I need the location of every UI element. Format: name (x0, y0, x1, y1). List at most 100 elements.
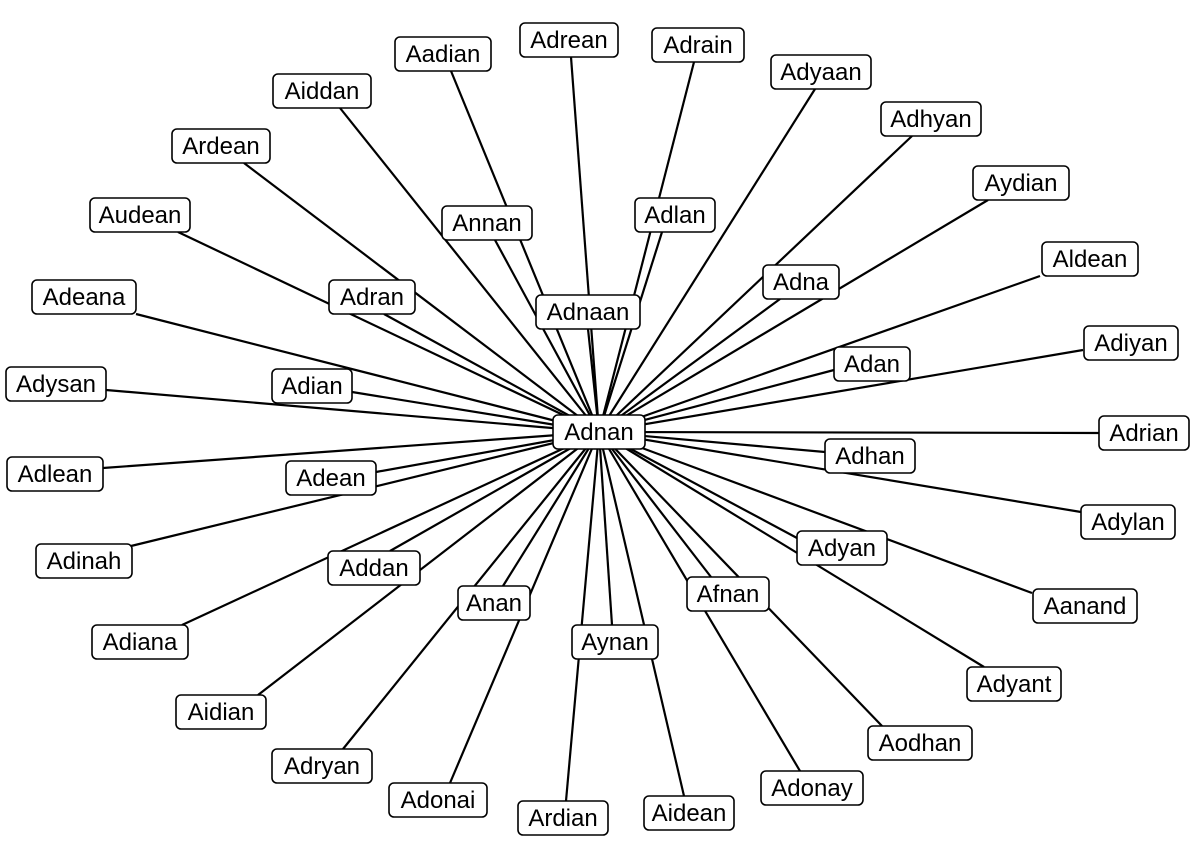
node-aiddan: Aiddan (272, 73, 372, 109)
node-adan: Adan (833, 346, 911, 382)
node-box (643, 795, 735, 831)
node-box (89, 197, 191, 233)
node-box (796, 530, 888, 566)
node-label: Adlean (18, 461, 93, 488)
edge-adnan-adlean (102, 430, 600, 470)
node-adiyan: Adiyan (1083, 325, 1179, 361)
node-label: Ardian (528, 805, 597, 832)
node-label: Aidian (188, 699, 255, 726)
edge-adnan-adrean (569, 56, 601, 433)
node-label: Adiana (103, 629, 178, 656)
node-label: Adnan (564, 419, 633, 446)
node-adyaan: Adyaan (770, 54, 872, 90)
edge-adnan-afnan (598, 431, 712, 578)
edge-adnan-ardian (564, 431, 601, 802)
node-label: Aanand (1044, 593, 1127, 620)
node-ardian: Ardian (517, 800, 609, 836)
edge-adnan-adrain (597, 61, 696, 433)
node-label: Adeana (43, 284, 126, 311)
node-adiana: Adiana (91, 624, 189, 660)
node-label: Adyan (808, 535, 876, 562)
node-box (1080, 504, 1176, 540)
edge-adnan-annan (494, 239, 600, 433)
node-label: Aydian (985, 170, 1058, 197)
node-box (1041, 241, 1139, 277)
node-adrain: Adrain (651, 27, 745, 63)
edge-adnan-aiddan (339, 107, 600, 433)
node-aodhan: Aodhan (867, 725, 973, 761)
node-label: Adyant (977, 671, 1052, 698)
node-label: Adnaan (547, 299, 630, 326)
node-box (762, 264, 840, 300)
node-box (457, 585, 531, 621)
node-aadian: Aadian (394, 36, 492, 72)
node-label: Aynan (581, 629, 649, 656)
edge-adnan-adeana (135, 312, 600, 434)
node-box (272, 73, 372, 109)
node-adryan: Adryan (271, 748, 373, 784)
node-box (1098, 415, 1190, 451)
node-box (271, 748, 373, 784)
node-adinah: Adinah (35, 543, 133, 579)
edge-adnan-addan (389, 431, 600, 552)
edge-adnan-aadian (449, 70, 601, 433)
node-box (35, 543, 133, 579)
node-adlean: Adlean (6, 456, 104, 492)
node-adylan: Adylan (1080, 504, 1176, 540)
node-box (271, 368, 353, 404)
node-label: Audean (99, 202, 182, 229)
node-adian: Adian (271, 368, 353, 404)
node-label: Ardean (182, 133, 259, 160)
node-label: Adlan (644, 202, 705, 229)
node-label: Anan (466, 590, 522, 617)
node-box (5, 366, 107, 402)
node-audean: Audean (89, 197, 191, 233)
node-aydian: Aydian (972, 165, 1070, 201)
edge-adnan-anan (502, 431, 600, 587)
node-label: Annan (452, 210, 521, 237)
node-adnaan: Adnaan (535, 294, 641, 330)
edge-adnan-aldean (598, 274, 1041, 434)
node-box (634, 197, 716, 233)
edge-adnan-adiana (181, 431, 600, 626)
node-adrean: Adrean (519, 22, 619, 58)
edge-adnan-aidian (257, 431, 600, 696)
node-box (972, 165, 1070, 201)
node-afnan: Afnan (686, 576, 770, 612)
node-adrian: Adrian (1098, 415, 1190, 451)
edge-adnan-adlan (597, 231, 664, 433)
node-label: Addan (339, 555, 408, 582)
node-center-adnan: Adnan (552, 414, 646, 450)
node-box (686, 576, 770, 612)
node-label: Adrian (1109, 420, 1178, 447)
node-box (571, 624, 659, 660)
node-box (1083, 325, 1179, 361)
node-box (552, 414, 646, 450)
node-label: Adysan (16, 371, 96, 398)
node-label: Adiyan (1094, 330, 1167, 357)
node-box (519, 22, 619, 58)
node-addan: Addan (327, 550, 421, 586)
node-box (31, 279, 137, 315)
node-box (441, 205, 533, 241)
node-adran: Adran (328, 279, 416, 315)
node-adonay: Adonay (760, 770, 864, 806)
node-box (328, 279, 416, 315)
node-anan: Anan (457, 585, 531, 621)
node-label: Adrean (530, 27, 607, 54)
node-adlan: Adlan (634, 197, 716, 233)
node-box (171, 128, 271, 164)
node-annan: Annan (441, 205, 533, 241)
node-adyant: Adyant (966, 666, 1062, 702)
node-label: Adyaan (780, 59, 861, 86)
node-label: Adan (844, 351, 900, 378)
edge-adnan-adysan (105, 388, 600, 434)
node-label: Adylan (1091, 509, 1164, 536)
edge-adnan-adna (598, 298, 781, 433)
node-adhan: Adhan (824, 438, 916, 474)
node-box (880, 101, 982, 137)
node-label: Adrain (663, 32, 732, 59)
node-box (966, 666, 1062, 702)
